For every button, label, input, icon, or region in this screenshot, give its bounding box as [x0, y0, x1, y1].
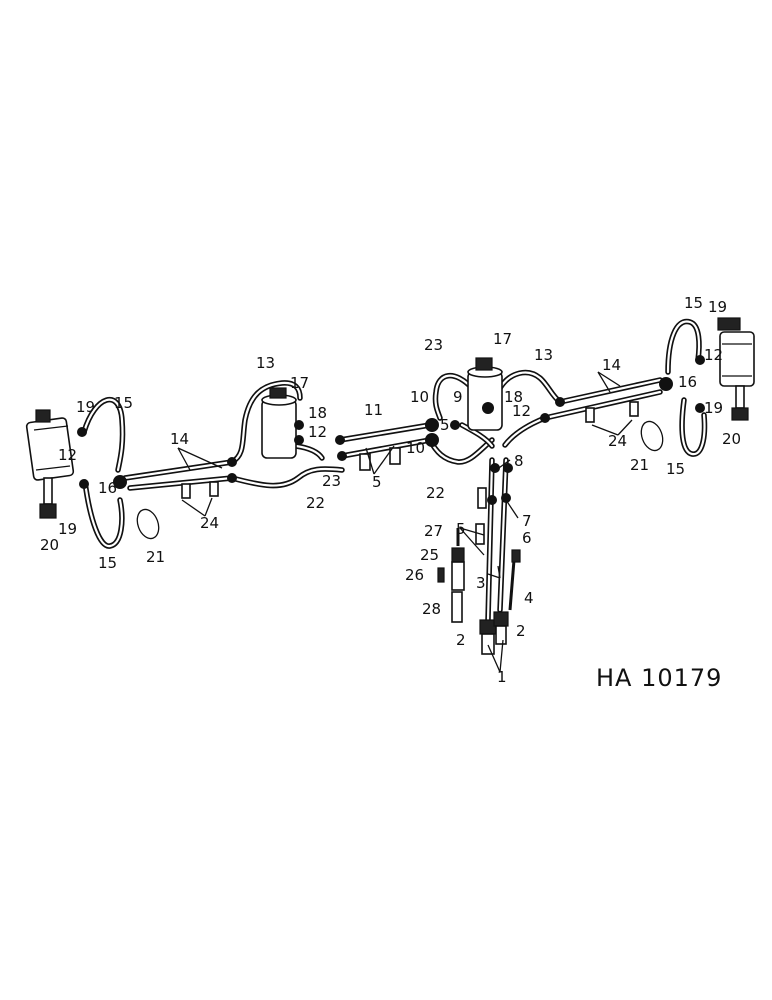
callout-15-right-lower: 15 [666, 460, 685, 478]
hose-22-center [427, 437, 495, 465]
right-cylinder [717, 317, 755, 421]
figure-id: HA 10179 [596, 664, 722, 692]
callout-18-left: 18 [308, 404, 327, 422]
callout-13-left: 13 [256, 354, 275, 372]
callout-21-right: 21 [630, 456, 649, 474]
callout-21-left: 21 [146, 548, 165, 566]
callout-2-right: 2 [516, 622, 526, 640]
callout-22-center: 22 [426, 484, 445, 502]
callout-25: 25 [420, 546, 439, 564]
callout-22-left: 22 [306, 494, 325, 512]
left-valve-block [261, 387, 304, 459]
callout-19-right-lower: 19 [704, 399, 723, 417]
couplers-1-2 [479, 611, 509, 655]
callout-5-center: 5 [440, 416, 450, 434]
callout-3: 3 [476, 574, 486, 592]
callout-5-left: 5 [372, 473, 382, 491]
callout-26: 26 [405, 566, 424, 584]
leader-lines [177, 371, 633, 673]
callout-19-left-lower: 19 [58, 520, 77, 538]
callout-27: 27 [424, 522, 443, 540]
callout-12-right-cyl: 12 [704, 346, 723, 364]
callout-14-right: 14 [602, 356, 621, 374]
callout-7: 7 [522, 512, 532, 530]
callout-17-center: 17 [493, 330, 512, 348]
callout-5-lower: 5 [456, 520, 466, 538]
callout-15-left-lower: 15 [98, 554, 117, 572]
callout-28: 28 [422, 600, 441, 618]
callout-12-center: 12 [512, 402, 531, 420]
callout-20-left: 20 [40, 536, 59, 554]
callout-10-lower: 10 [406, 439, 425, 457]
callout-23-center: 23 [424, 336, 443, 354]
callout-15-left-upper: 15 [114, 394, 133, 412]
callout-14-left: 14 [170, 430, 189, 448]
center-valve-block [467, 357, 503, 431]
hose-15-right-upper [665, 318, 702, 375]
callout-6: 6 [522, 529, 532, 547]
callout-19-right-upper: 19 [708, 298, 727, 316]
callout-16-left: 16 [98, 479, 117, 497]
callout-11: 11 [364, 401, 383, 419]
callout-labels: 1 2 2 3 4 5 5 5 6 7 8 9 10 10 11 12 12 1… [40, 294, 741, 686]
clamps-24 [181, 401, 639, 499]
callout-4: 4 [524, 589, 534, 607]
hose-23-left [293, 443, 325, 461]
callout-19-left-upper: 19 [76, 398, 95, 416]
callout-13-right: 13 [534, 346, 553, 364]
hose-connector-right [502, 415, 548, 448]
callout-9: 9 [453, 388, 463, 406]
callout-12-left-valve: 12 [308, 423, 327, 441]
callout-16-right: 16 [678, 373, 697, 391]
callout-23-left: 23 [322, 472, 341, 490]
assembly-25-28 [437, 528, 465, 623]
callout-8: 8 [514, 452, 524, 470]
left-cylinder [25, 409, 75, 519]
callout-24-right: 24 [608, 432, 627, 450]
callout-15-right-upper: 15 [684, 294, 703, 312]
callout-24-left: 24 [200, 514, 219, 532]
fittings [77, 355, 705, 505]
rings-21 [136, 420, 664, 540]
part-4 [508, 549, 521, 611]
callout-10-upper: 10 [410, 388, 429, 406]
hoses [81, 318, 708, 623]
callout-12-left-cyl: 12 [58, 446, 77, 464]
callout-20-right: 20 [722, 430, 741, 448]
callout-17-left: 17 [290, 374, 309, 392]
callout-18-center: 18 [504, 388, 523, 406]
callout-2-left: 2 [456, 631, 466, 649]
callout-1: 1 [497, 668, 507, 686]
